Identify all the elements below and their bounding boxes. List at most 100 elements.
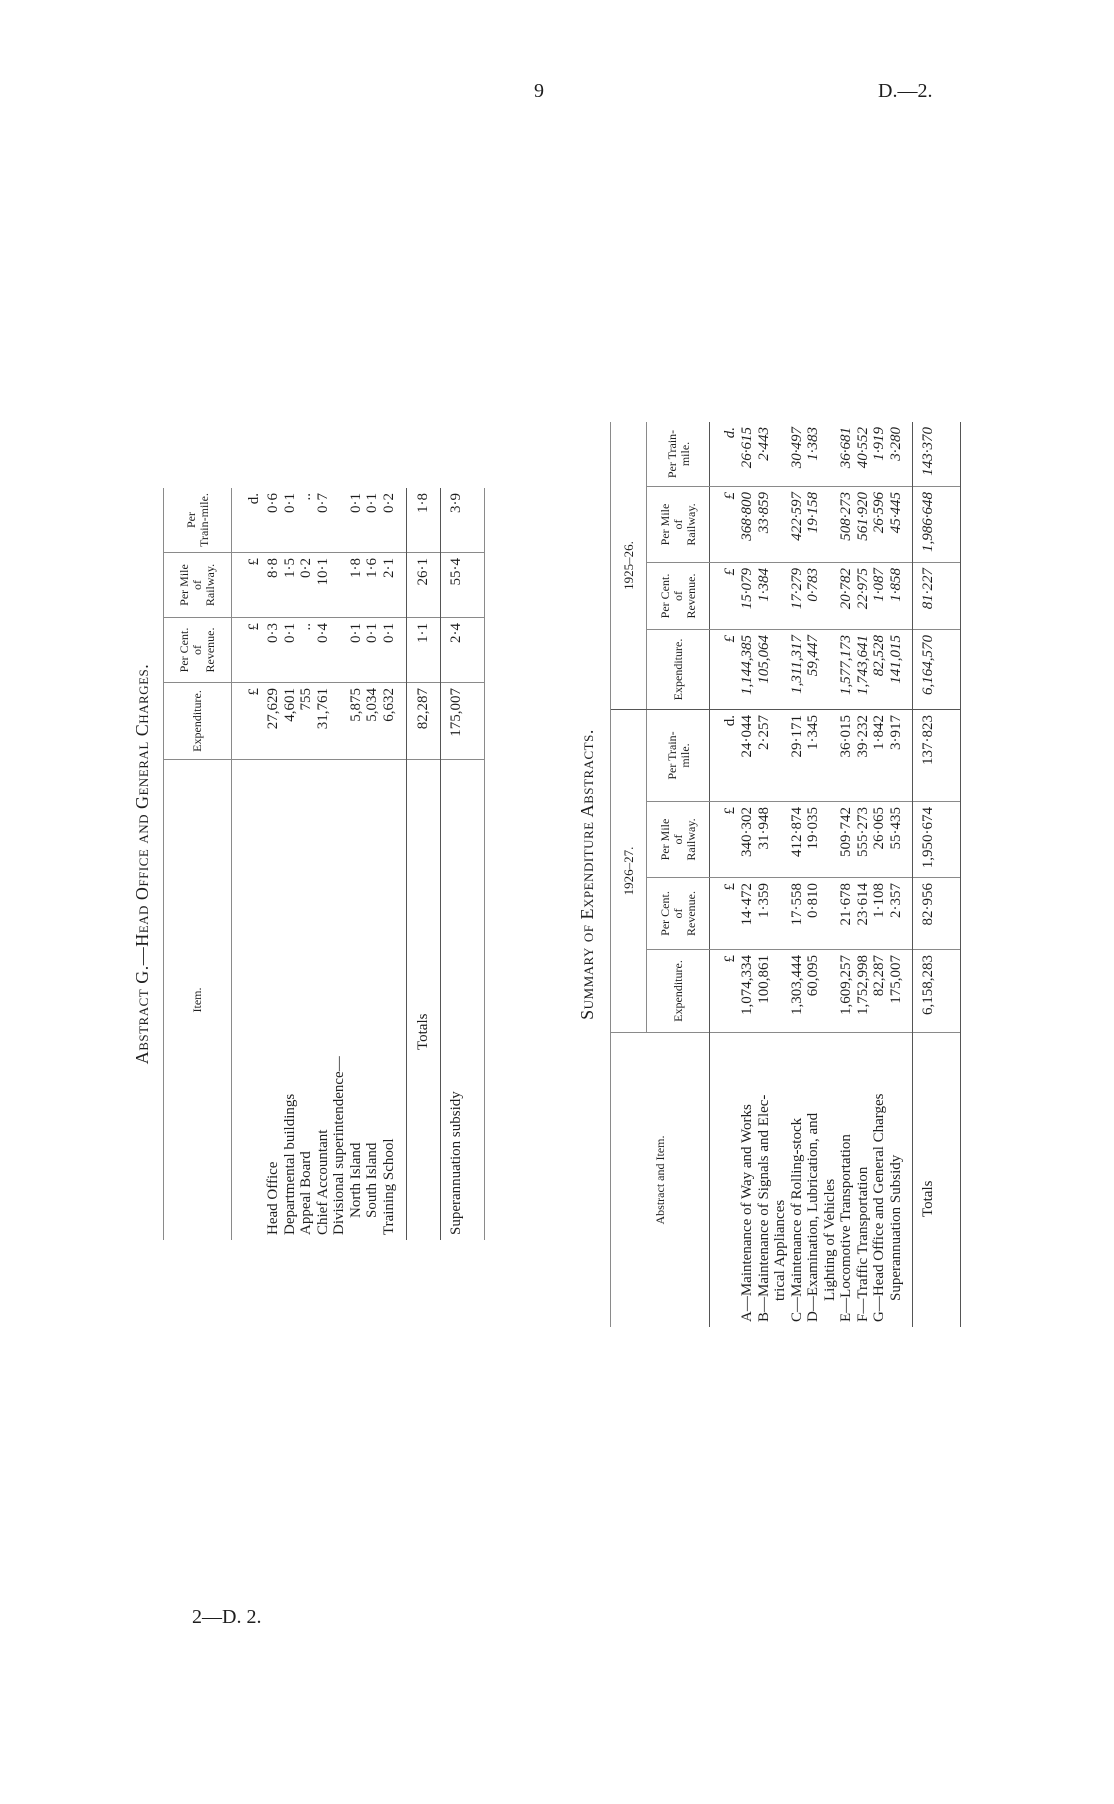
value-cell: 105,064 [755, 630, 772, 710]
value-cell: 26·596 [871, 487, 888, 563]
item-label: North Island [347, 1142, 364, 1218]
item-label: trical Appliances [772, 1199, 788, 1301]
value-cell: 1·383 [805, 422, 822, 487]
column-header: Per Cent. of Revenue. [647, 563, 710, 630]
value-cell: .. [298, 618, 315, 683]
value-cell: 508·273 [838, 487, 855, 563]
value-cell: 0·1 [380, 618, 397, 683]
value-cell: 175,007 [887, 950, 904, 1033]
spacer [232, 760, 265, 1240]
value-cell: 0·3 [265, 618, 282, 683]
summary-table: Summary of Expenditure Abstracts. Abstra… [575, 422, 965, 1327]
value-cell: 100,861 [755, 950, 772, 1033]
document-reference: D.—2. [878, 80, 933, 102]
spacer [904, 878, 912, 950]
group-header-1926-27: 1926–27. [611, 710, 647, 1032]
value-cell: 1·6 [364, 553, 381, 618]
unit-label: £ [232, 553, 265, 618]
spacer [821, 710, 838, 802]
value-cell: 30·497 [788, 422, 805, 487]
value-cell: 26·065 [871, 802, 888, 878]
value-cell: 31,761 [314, 683, 331, 760]
spacer [821, 802, 838, 878]
value-cell: 59,447 [805, 630, 822, 710]
column-header: Per Mile of Railway. [647, 802, 710, 878]
spacer-row [904, 422, 912, 1327]
total-cell: 82,287 [407, 683, 440, 760]
summary-body: Abstract and Item. 1926–27. Expenditure.… [610, 422, 961, 1327]
value-cell: 1,074,334 [739, 950, 756, 1033]
value-cell: 1·384 [755, 563, 772, 630]
value-cell: 1,303,444 [788, 950, 805, 1033]
value-cell: 27,629 [265, 683, 282, 760]
value-cell: 2·443 [755, 422, 772, 487]
spacer [772, 950, 789, 1033]
summary-title: Summary of Expenditure Abstracts. [577, 729, 597, 1020]
value-cell: 0·810 [805, 878, 822, 950]
value-cell: 175,007 [441, 683, 484, 760]
item-label: E—Locomotive Transportation [838, 1134, 854, 1322]
spacer [821, 630, 838, 710]
value-cell: 1,144,385 [739, 630, 756, 710]
spacer [904, 487, 912, 563]
spacer [772, 802, 789, 878]
column-header: Per Train- mile. [647, 422, 710, 487]
value-cell: 6,632 [380, 683, 397, 760]
value-cell: 31·948 [755, 802, 772, 878]
column-header: Per Mile of Railway. [647, 487, 710, 563]
item-label: G—Head Office and General Charges [871, 1093, 887, 1322]
total-cell: 6,164,570 [913, 630, 960, 710]
item-label: Departmental buildings [281, 1093, 298, 1235]
unit-label: £ [710, 878, 739, 950]
value-cell: 0·7 [314, 488, 331, 553]
column-header: Per Mile of Railway. [164, 553, 231, 618]
item-column-header: Abstract and Item. [652, 1135, 667, 1225]
value-cell: 17·558 [788, 878, 805, 950]
value-cell: 1·359 [755, 878, 772, 950]
value-cell: 36·681 [838, 422, 855, 487]
value-cell: 412·874 [788, 802, 805, 878]
value-cell: 21·678 [838, 878, 855, 950]
unit-label: £ [710, 950, 739, 1033]
item-label: South Island [364, 1142, 380, 1218]
spacer [904, 950, 912, 1033]
value-cell: 40·552 [854, 422, 871, 487]
value-cell: 0·1 [364, 488, 381, 553]
value-cell: 39·232 [854, 710, 871, 802]
spacer [397, 760, 406, 1240]
table-row: B—Maintenance of Signals and Elec-100,86… [755, 422, 772, 1327]
spacer [397, 683, 406, 760]
value-cell [331, 618, 348, 683]
item-label: Superannuation Subsidy [887, 1154, 904, 1301]
item-label: A—Maintenance of Way and Works [739, 1104, 755, 1322]
value-cell: 509·742 [838, 802, 855, 878]
value-cell: 1·842 [871, 710, 888, 802]
column-header: Per Cent. of Revenue. [647, 878, 710, 950]
group-header-1925-26: 1925–26. [611, 422, 647, 709]
spacer [397, 488, 406, 553]
unit-label: £ [710, 630, 739, 710]
value-cell: 1,752,998 [854, 950, 871, 1033]
value-cell: 1,743,641 [854, 630, 871, 710]
item-label: Chief Accountant [314, 1129, 331, 1235]
value-cell: 17·279 [788, 563, 805, 630]
value-cell: 4,601 [281, 683, 298, 760]
spacer [821, 487, 838, 563]
value-cell [331, 683, 348, 760]
total-cell: 137·823 [913, 710, 960, 802]
value-cell: 24·044 [739, 710, 756, 802]
value-cell: 0·1 [347, 618, 364, 683]
spacer [710, 1033, 739, 1327]
value-cell: 3·9 [441, 488, 484, 553]
total-cell: 81·227 [913, 563, 960, 630]
spacer [821, 422, 838, 487]
value-cell: 1·858 [887, 563, 904, 630]
spacer [904, 802, 912, 878]
